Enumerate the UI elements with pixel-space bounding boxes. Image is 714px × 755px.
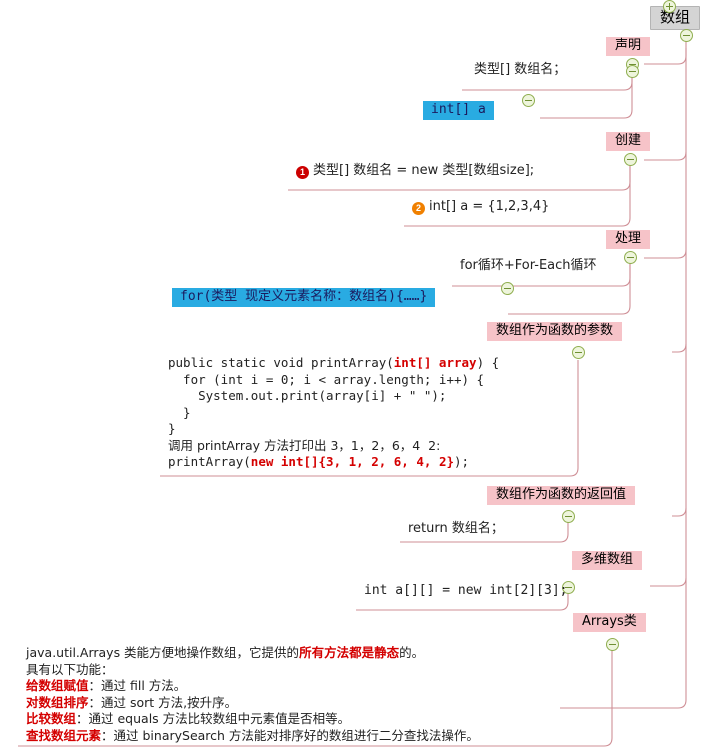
arrays-line-3-red: 给数组赋值	[26, 678, 89, 693]
code-line-3: System.out.print(array[i] + " ");	[168, 388, 447, 403]
arrays-line-1a: java.util.Arrays 类能方便地操作数组，它提供的	[26, 645, 300, 660]
minus-icon-process[interactable]	[624, 251, 637, 264]
category-node-multidim[interactable]: 多维数组	[572, 551, 643, 571]
text-block-arrays-class[interactable]: java.util.Arrays 类能方便地操作数组，它提供的所有方法都是静态的…	[22, 645, 483, 745]
arrays-line-5-red: 比较数组	[26, 711, 77, 726]
arrays-line-6b: ：通过 binarySearch 方法能对排序好的数组进行二分查找法操作。	[101, 727, 479, 743]
leaf-declare-syntax[interactable]: 类型[] 数组名；	[474, 62, 567, 77]
code-line-7-keyword: new int[]{3, 1, 2, 6, 4, 2}	[250, 454, 454, 469]
badge-number-2: 2	[412, 202, 425, 215]
code-line-1a: public static void printArray(	[168, 355, 394, 370]
leaf-process-foreach[interactable]: for(类型 现定义元素名称：数组名){……}	[172, 288, 436, 308]
minus-icon-root-children[interactable]	[680, 29, 693, 42]
leaf-declare-example[interactable]: int[] a	[423, 101, 494, 121]
plus-icon-root[interactable]	[663, 0, 676, 13]
category-node-arrays[interactable]: Arrays类	[573, 613, 646, 633]
arrays-line-2: 具有以下功能：	[26, 661, 114, 677]
code-line-1b: ) {	[476, 355, 500, 370]
code-line-7a: printArray(	[168, 454, 251, 469]
minus-icon-multidim[interactable]	[562, 581, 575, 594]
category-node-declare[interactable]: 声明	[606, 37, 651, 57]
code-block-print-array[interactable]: public static void printArray(int[] arra…	[164, 355, 503, 472]
leaf-create-literal[interactable]: 2 int[] a = {1,2,3,4}	[408, 199, 553, 216]
minus-icon-param[interactable]	[572, 346, 585, 359]
category-node-process[interactable]: 处理	[606, 230, 651, 250]
minus-icon-retval[interactable]	[562, 510, 575, 523]
badge-number-1: 1	[296, 166, 309, 179]
category-node-param[interactable]: 数组作为函数的参数	[487, 322, 623, 342]
minus-icon-arrays[interactable]	[606, 638, 619, 651]
arrays-line-6-red: 查找数组元素	[26, 727, 102, 743]
code-line-7b: );	[454, 454, 470, 469]
arrays-line-1-red: 所有方法都是静态	[299, 645, 400, 660]
arrays-line-4-red: 对数组排序	[26, 694, 89, 710]
minus-icon-declare-syntax[interactable]	[626, 65, 639, 78]
code-line-1-keyword: int[] array	[393, 355, 477, 370]
leaf-process-loops[interactable]: for循环+For-Each循环	[460, 258, 597, 273]
minus-icon-process-foreach[interactable]	[501, 282, 514, 295]
leaf-multidim-decl[interactable]: int a[][] = new int[2][3];	[364, 583, 568, 598]
leaf-create-new-text: 类型[] 数组名 = new 类型[数组size];	[313, 163, 535, 178]
minus-icon-declare-example[interactable]	[522, 94, 535, 107]
code-line-4: }	[168, 404, 191, 420]
leaf-return-array[interactable]: return 数组名；	[408, 521, 504, 536]
code-line-2: for (int i = 0; i < array.length; i++) {	[168, 371, 485, 387]
code-line-6: 调用 printArray 方法打印出 3，1，2，6，4 2:	[168, 437, 441, 453]
leaf-create-literal-text: int[] a = {1,2,3,4}	[429, 199, 550, 214]
leaf-create-new[interactable]: 1 类型[] 数组名 = new 类型[数组size];	[292, 163, 538, 180]
category-node-create[interactable]: 创建	[606, 132, 651, 152]
arrays-line-3b: ：通过 fill 方法。	[88, 678, 187, 693]
arrays-line-5b: ：通过 equals 方法比较数组中元素值是否相等。	[76, 711, 351, 726]
minus-icon-create[interactable]	[624, 153, 637, 166]
arrays-line-1b: 的。	[399, 645, 425, 660]
category-node-retval[interactable]: 数组作为函数的返回值	[487, 486, 636, 506]
code-line-5: }	[168, 421, 176, 436]
arrays-line-4b: ：通过 sort 方法,按升序。	[88, 694, 238, 710]
